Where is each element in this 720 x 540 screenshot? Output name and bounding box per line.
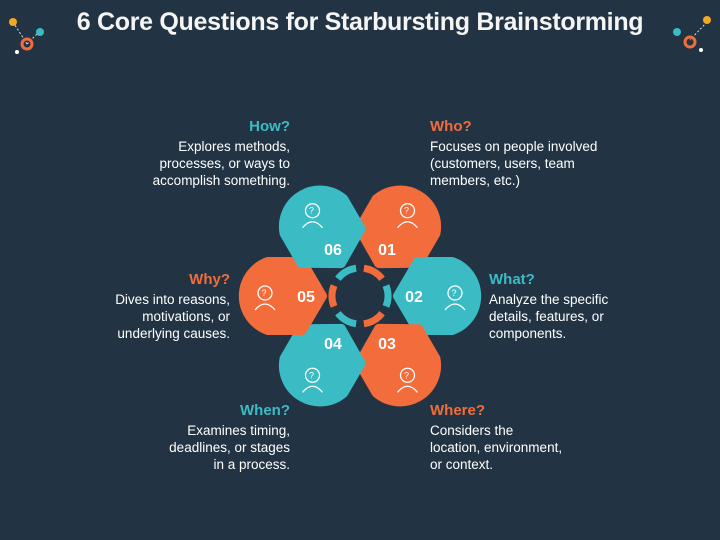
description-line: underlying causes. (117, 326, 230, 341)
svg-text:?: ? (451, 288, 456, 298)
heading: When? (240, 402, 290, 419)
people-question-icon: ? (397, 203, 418, 229)
petal-06: 06? (278, 185, 366, 269)
description-line: accomplish something. (152, 173, 290, 188)
magnifier-question-icon: ? (302, 203, 323, 229)
ring-segment (382, 284, 392, 308)
petal-05: 05? (238, 257, 327, 335)
description-line: Considers the (430, 423, 514, 438)
petal-03: 03? (354, 323, 442, 407)
description-line: Examines timing, (187, 423, 290, 438)
question-where: Where? Considers the location, environme… (430, 402, 630, 473)
petal-01: 01? (354, 185, 442, 269)
petal-number: 05 (297, 289, 315, 306)
description-line: processes, or ways to (159, 156, 290, 171)
description-line: deadlines, or stages (169, 440, 290, 455)
question-what: What? Analyze the specific details, feat… (489, 271, 689, 342)
description-line: components. (489, 326, 567, 341)
petal-02: 02? (393, 257, 482, 335)
head-lightbulb-icon: ? (444, 285, 466, 311)
question-who: Who? Focuses on people involved (custome… (430, 118, 630, 189)
heading: Who? (430, 118, 472, 135)
svg-text:?: ? (404, 370, 409, 380)
description-line: Explores methods, (178, 139, 290, 154)
ring-segment (328, 284, 338, 308)
ring-segment (363, 264, 385, 282)
heading: What? (489, 271, 535, 288)
description-line: details, features, or (489, 309, 604, 324)
ring-segment (363, 310, 385, 328)
description-line: or context. (430, 457, 494, 472)
person-clock-icon: ? (302, 367, 323, 393)
description-line: motivations, or (142, 309, 230, 324)
question-how: How? Explores methods, processes, or way… (90, 118, 290, 189)
thinking-person-icon: ? (254, 285, 276, 311)
description-line: Dives into reasons, (115, 292, 230, 307)
ring-segment (335, 310, 357, 328)
petal-shape (278, 323, 366, 407)
svg-text:?: ? (309, 370, 314, 380)
petal-number: 01 (378, 242, 396, 259)
question-when: When? Examines timing, deadlines, or sta… (90, 402, 290, 473)
petal-number: 06 (324, 242, 342, 259)
description-line: Focuses on people involved (430, 139, 598, 154)
heading: How? (249, 118, 290, 135)
ring-segment (335, 264, 357, 282)
petal-number: 03 (378, 336, 396, 353)
description-line: location, environment, (430, 440, 563, 455)
location-pin-icon: ? (397, 367, 418, 393)
petal-04: 04? (278, 323, 366, 407)
petal-shape (238, 257, 327, 335)
description-line: in a process. (213, 457, 290, 472)
page-title: 6 Core Questions for Starbursting Brains… (76, 8, 644, 36)
description-line: (customers, users, team (430, 156, 575, 171)
petal-shape (393, 257, 482, 335)
heading: Where? (430, 402, 486, 419)
question-why: Why? Dives into reasons, motivations, or… (30, 271, 230, 342)
petal-shape (354, 323, 442, 407)
right-decoration-icon (673, 16, 711, 52)
description-line: members, etc.) (430, 173, 521, 188)
heading: Why? (189, 271, 230, 288)
svg-text:?: ? (404, 206, 409, 216)
svg-text:?: ? (261, 288, 266, 298)
svg-text:?: ? (309, 206, 314, 216)
description-line: Analyze the specific (489, 292, 609, 307)
petal-number: 02 (405, 289, 423, 306)
petal-number: 04 (324, 336, 342, 353)
left-decoration-icon (9, 18, 44, 54)
